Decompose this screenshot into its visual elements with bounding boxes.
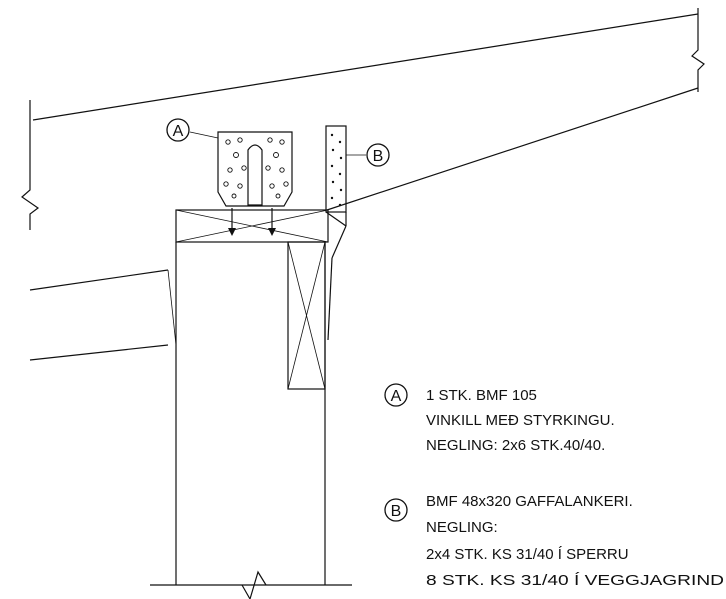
note-b-line-3: 2x4 STK. KS 31/40 Í SPERRU	[426, 546, 629, 563]
fork-anchor	[325, 125, 347, 341]
callout-a-letter: A	[173, 123, 184, 140]
note-b-letter: B	[391, 503, 402, 520]
callout-b-letter: B	[373, 148, 384, 165]
note-b: B BMF 48x320 GAFFALANKERI. NEGLING: 2x4 …	[384, 493, 724, 589]
wall-stud	[150, 242, 352, 599]
rafter	[21, 8, 705, 230]
angle-bracket	[217, 131, 293, 236]
leader-a	[189, 131, 219, 139]
lower-beam	[29, 269, 177, 361]
note-b-line-4: 8 STK. KS 31/40 Í VEGGJAGRIND	[426, 572, 724, 589]
nail-icons	[228, 208, 276, 236]
callout-b: B	[366, 143, 390, 167]
note-b-line-1: BMF 48x320 GAFFALANKERI.	[426, 493, 633, 510]
note-a-line-1: 1 STK. BMF 105	[426, 387, 537, 404]
top-plate	[175, 209, 329, 243]
note-a-line-3: NEGLING: 2x6 STK.40/40.	[426, 437, 605, 454]
note-a-line-2: VINKILL MEÐ STYRKINGU.	[426, 412, 615, 429]
vertical-blocking	[287, 241, 326, 390]
note-b-line-2: NEGLING:	[426, 519, 498, 536]
note-a-letter: A	[391, 388, 402, 405]
callout-a: A	[166, 118, 190, 142]
note-a: A 1 STK. BMF 105 VINKILL MEÐ STYRKINGU. …	[384, 383, 615, 454]
